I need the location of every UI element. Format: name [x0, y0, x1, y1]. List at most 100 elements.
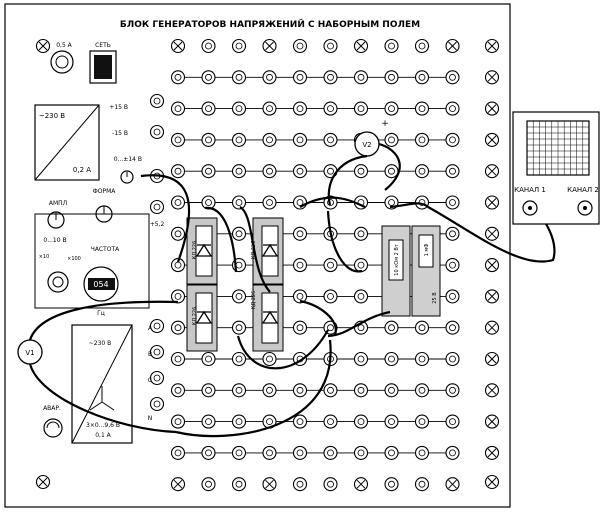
ground-jack[interactable]: [35, 474, 51, 490]
breadboard-jack[interactable]: [445, 383, 460, 398]
breadboard-jack[interactable]: [201, 70, 216, 85]
breadboard-jack[interactable]: [353, 383, 369, 398]
breadboard-jack[interactable]: [323, 445, 338, 460]
breadboard-jack[interactable]: [323, 132, 338, 147]
breadboard-jack[interactable]: [353, 414, 369, 429]
breadboard-jack[interactable]: [384, 383, 399, 398]
breadboard-jack[interactable]: [201, 383, 216, 398]
ground-jack[interactable]: [484, 101, 500, 116]
breadboard-jack[interactable]: [262, 101, 277, 116]
ground-jack[interactable]: [170, 477, 186, 492]
breadboard-jack[interactable]: [292, 226, 308, 241]
breadboard-jack[interactable]: [201, 477, 216, 492]
breadboard-jack[interactable]: [353, 101, 369, 116]
breadboard-jack[interactable]: [262, 70, 277, 85]
breadboard-jack[interactable]: [201, 414, 216, 429]
breadboard-jack[interactable]: [170, 101, 186, 116]
breadboard-jack[interactable]: [414, 351, 430, 367]
breadboard-jack[interactable]: [414, 414, 430, 429]
ground-jack[interactable]: [484, 351, 500, 367]
breadboard-jack[interactable]: [262, 132, 277, 147]
ground-jack[interactable]: [484, 70, 500, 85]
breadboard-jack[interactable]: [292, 38, 308, 54]
breadboard-jack[interactable]: [292, 320, 308, 335]
breadboard-jack[interactable]: [414, 320, 430, 335]
breadboard-jack[interactable]: [231, 477, 247, 492]
breadboard-jack[interactable]: [231, 70, 247, 85]
breadboard-jack[interactable]: [323, 258, 338, 273]
breadboard-jack[interactable]: [384, 70, 399, 85]
breadboard-jack[interactable]: [292, 414, 308, 429]
breadboard-jack[interactable]: [201, 445, 216, 460]
ground-jack[interactable]: [484, 258, 500, 273]
breadboard-jack[interactable]: [353, 445, 369, 460]
breadboard-jack[interactable]: [231, 414, 247, 429]
breadboard-jack[interactable]: [445, 195, 460, 210]
breadboard-jack[interactable]: [384, 164, 399, 179]
breadboard-jack[interactable]: [262, 195, 277, 210]
breadboard-jack[interactable]: [170, 226, 186, 241]
breadboard-jack[interactable]: [353, 351, 369, 367]
breadboard-jack[interactable]: [170, 445, 186, 460]
breadboard-jack[interactable]: [323, 414, 338, 429]
ground-jack[interactable]: [445, 38, 460, 54]
breadboard-jack[interactable]: [201, 101, 216, 116]
breadboard-jack[interactable]: [231, 132, 247, 147]
breadboard-jack[interactable]: [414, 132, 430, 147]
ground-jack[interactable]: [484, 132, 500, 147]
breadboard-jack[interactable]: [384, 477, 399, 492]
breadboard-jack[interactable]: [231, 383, 247, 398]
breadboard-jack[interactable]: [445, 70, 460, 85]
ground-jack[interactable]: [484, 226, 500, 241]
breadboard-jack[interactable]: [149, 93, 165, 109]
breadboard-jack[interactable]: [201, 351, 216, 367]
breadboard-jack[interactable]: [170, 351, 186, 367]
tp-emerg-button[interactable]: [43, 418, 63, 438]
breadboard-jack[interactable]: [353, 289, 369, 304]
breadboard-jack[interactable]: [414, 445, 430, 460]
dc-adj-knob[interactable]: [120, 170, 134, 184]
ground-jack[interactable]: [484, 383, 500, 398]
breadboard-jack[interactable]: [445, 414, 460, 429]
breadboard-jack[interactable]: [170, 132, 186, 147]
breadboard-jack[interactable]: [323, 38, 338, 54]
ground-jack[interactable]: [353, 38, 369, 54]
breadboard-jack[interactable]: [353, 226, 369, 241]
breadboard-jack[interactable]: [445, 164, 460, 179]
breadboard-jack[interactable]: [262, 164, 277, 179]
breadboard-jack[interactable]: [292, 195, 308, 210]
breadboard-jack[interactable]: [231, 101, 247, 116]
breadboard-jack[interactable]: [149, 396, 165, 412]
breadboard-jack[interactable]: [170, 258, 186, 273]
breadboard-jack[interactable]: [414, 477, 430, 492]
ground-jack[interactable]: [262, 38, 277, 54]
ground-jack[interactable]: [353, 477, 369, 492]
ground-jack[interactable]: [484, 195, 500, 210]
breadboard-jack[interactable]: [384, 320, 399, 335]
breadboard-jack[interactable]: [170, 383, 186, 398]
ground-jack[interactable]: [445, 477, 460, 492]
breadboard-jack[interactable]: [353, 164, 369, 179]
ground-jack[interactable]: [484, 414, 500, 429]
ground-jack[interactable]: [262, 477, 277, 492]
breadboard-jack[interactable]: [170, 320, 186, 335]
ground-jack[interactable]: [484, 38, 500, 54]
breadboard-jack[interactable]: [231, 38, 247, 54]
breadboard-jack[interactable]: [292, 101, 308, 116]
fg-amp-knob[interactable]: [47, 211, 65, 229]
breadboard-jack[interactable]: [445, 101, 460, 116]
breadboard-jack[interactable]: [353, 258, 369, 273]
breadboard-jack[interactable]: [231, 445, 247, 460]
oscilloscope-ch1-jack[interactable]: [522, 200, 538, 216]
breadboard-jack[interactable]: [262, 383, 277, 398]
breadboard-jack[interactable]: [292, 383, 308, 398]
breadboard-jack[interactable]: [414, 383, 430, 398]
breadboard-jack[interactable]: [445, 258, 460, 273]
breadboard-jack[interactable]: [445, 320, 460, 335]
breadboard-jack[interactable]: [445, 132, 460, 147]
breadboard-jack[interactable]: [292, 70, 308, 85]
breadboard-jack[interactable]: [149, 318, 165, 334]
breadboard-jack[interactable]: [445, 289, 460, 304]
breadboard-jack[interactable]: [323, 289, 338, 304]
breadboard-jack[interactable]: [231, 164, 247, 179]
